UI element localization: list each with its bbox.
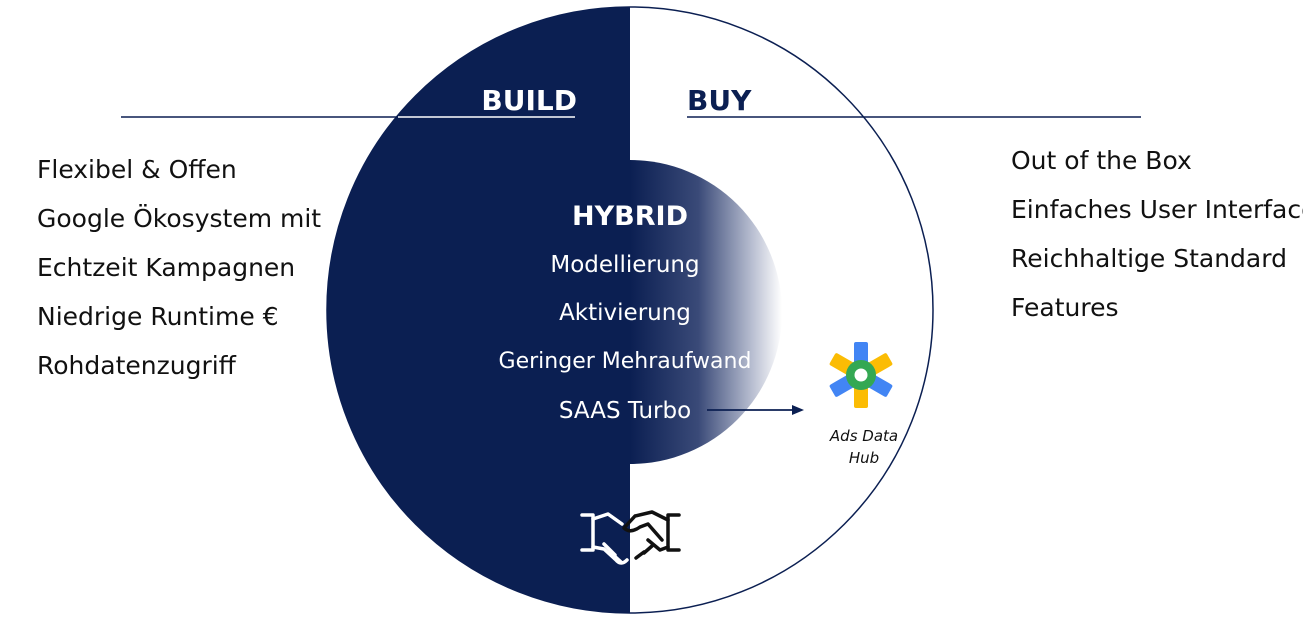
hybrid-item: Aktivierung bbox=[559, 300, 691, 326]
buy-feature-item: Reichhaltige Standard bbox=[1011, 244, 1287, 273]
arrow-to-ads-data-hub bbox=[707, 405, 804, 415]
build-feature-item: Google Ökosystem mit bbox=[37, 204, 322, 233]
buy-feature-item: Features bbox=[1011, 293, 1119, 322]
buy-feature-item: Einfaches User Interface bbox=[1011, 195, 1303, 224]
ads-data-hub-label: Hub bbox=[849, 449, 879, 467]
handshake-icon bbox=[580, 510, 681, 565]
ads-data-hub-label: Ads Data bbox=[829, 427, 898, 445]
build-feature-item: Echtzeit Kampagnen bbox=[37, 253, 296, 282]
hybrid-heading: HYBRID bbox=[572, 201, 688, 232]
build-half bbox=[327, 7, 630, 613]
build-feature-item: Niedrige Runtime € bbox=[37, 302, 279, 331]
build-feature-list: Flexibel & Offen Google Ökosystem mit Ec… bbox=[37, 145, 321, 390]
build-feature-item: Flexibel & Offen bbox=[37, 155, 237, 184]
build-heading: BUILD bbox=[481, 84, 577, 117]
ads-data-hub-icon bbox=[829, 342, 893, 408]
hybrid-item: Modellierung bbox=[550, 252, 699, 278]
hybrid-item: Geringer Mehraufwand bbox=[499, 349, 752, 374]
buy-feature-item: Out of the Box bbox=[1011, 146, 1192, 175]
buy-feature-list: Out of the Box Einfaches User Interface … bbox=[1011, 136, 1303, 332]
hybrid-item: SAAS Turbo bbox=[559, 398, 691, 424]
build-feature-item: Rohdatenzugriff bbox=[37, 351, 236, 380]
hybrid-gradient bbox=[630, 160, 782, 464]
buy-heading: BUY bbox=[687, 84, 752, 117]
